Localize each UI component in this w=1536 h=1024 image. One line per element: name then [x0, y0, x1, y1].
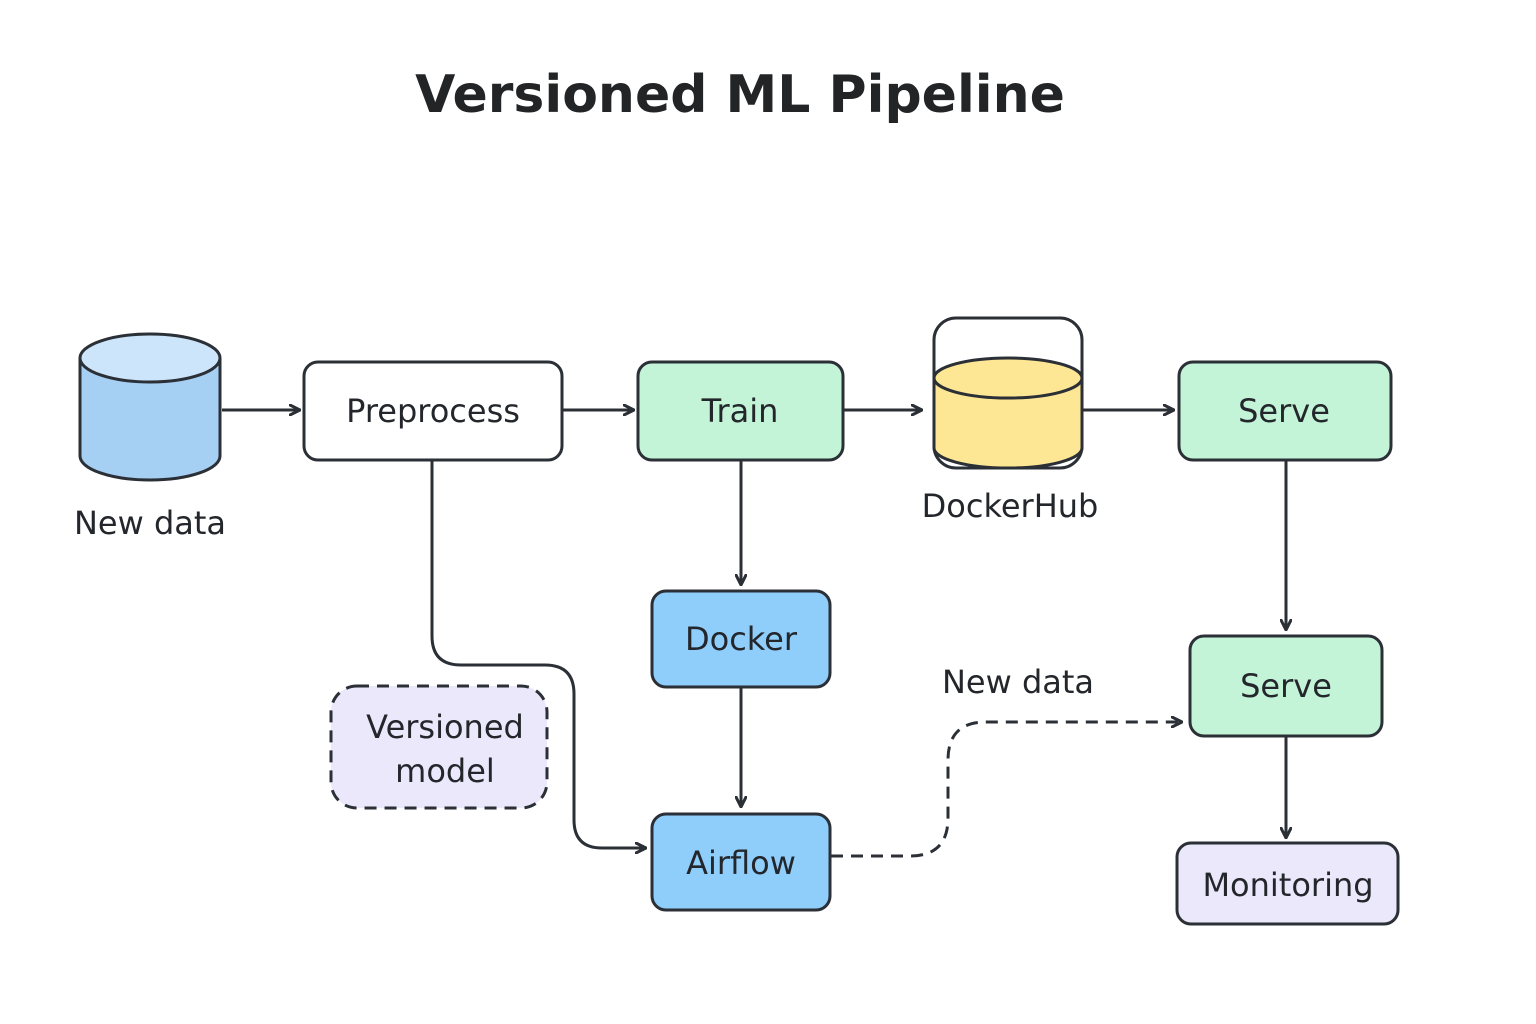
docker-label: Docker	[685, 620, 798, 658]
monitoring-node[interactable]: Monitoring	[1175, 841, 1400, 926]
train-node[interactable]: Train	[636, 360, 845, 462]
airflow-node[interactable]: Airflow	[650, 812, 832, 912]
diagram-title: Versioned ML Pipeline	[415, 65, 1065, 125]
airflow-label: Airflow	[686, 844, 796, 882]
versioned-model-label-line1: Versioned	[366, 708, 524, 746]
edge-preprocess-to-airflow	[430, 461, 646, 848]
preprocess-label: Preprocess	[346, 392, 520, 430]
edge-airflow-to-serve-dashed	[831, 722, 1182, 858]
versioned-model-label-line2: model	[395, 752, 495, 790]
train-label: Train	[701, 392, 779, 430]
docker-node[interactable]: Docker	[650, 589, 832, 689]
dockerhub-node[interactable]	[932, 316, 1084, 470]
monitoring-label: Monitoring	[1202, 866, 1373, 904]
serve-bottom-label: Serve	[1240, 667, 1332, 705]
serve-bottom-node[interactable]: Serve	[1188, 634, 1384, 738]
dockerhub-label: DockerHub	[922, 487, 1099, 525]
database-icon	[78, 332, 222, 482]
preprocess-node[interactable]: Preprocess	[302, 360, 564, 462]
serve-top-node[interactable]: Serve	[1177, 360, 1393, 462]
serve-top-label: Serve	[1238, 392, 1330, 430]
versioned-model-node[interactable]: Versioned model	[329, 684, 549, 810]
dashed-edge-label: New data	[942, 663, 1094, 701]
new-data-db-label: New data	[74, 504, 226, 542]
